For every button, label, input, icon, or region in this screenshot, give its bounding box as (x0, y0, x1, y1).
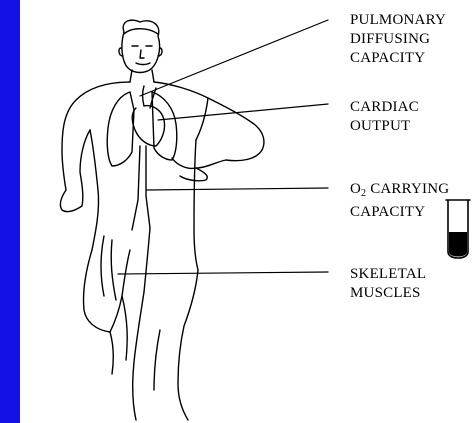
label-cardiac-output: CARDIAC OUTPUT (350, 98, 419, 136)
label-line: PULMONARY (350, 11, 446, 30)
label-line: O2 CARRYING (350, 180, 449, 203)
label-o2-carrying-capacity: O2 CARRYING CAPACITY (350, 180, 449, 222)
label-line: DIFFUSING (350, 30, 446, 49)
test-tube-icon (446, 200, 470, 258)
label-line: MUSCLES (350, 284, 426, 303)
label-line: CAPACITY (350, 49, 446, 68)
skeletal-leader (118, 272, 328, 274)
label-line: OUTPUT (350, 117, 419, 136)
lungs (107, 92, 177, 166)
o2-symbol: O (350, 181, 361, 197)
runner-legs (83, 228, 198, 420)
o2-leader (146, 188, 328, 190)
heart (132, 86, 165, 230)
label-line: CARDIAC (350, 98, 419, 117)
o2-carrying-text: CARRYING (366, 181, 449, 197)
runner-body-outline (60, 82, 264, 270)
runner-head (119, 20, 162, 72)
label-pulmonary-diffusing-capacity: PULMONARY DIFFUSING CAPACITY (350, 11, 446, 68)
label-skeletal-muscles: SKELETAL MUSCLES (350, 265, 426, 303)
label-line: SKELETAL (350, 265, 426, 284)
label-line: CAPACITY (350, 203, 449, 222)
pulmonary-leader (140, 20, 328, 96)
diagram-panel: PULMONARY DIFFUSING CAPACITY CARDIAC OUT… (20, 0, 472, 423)
